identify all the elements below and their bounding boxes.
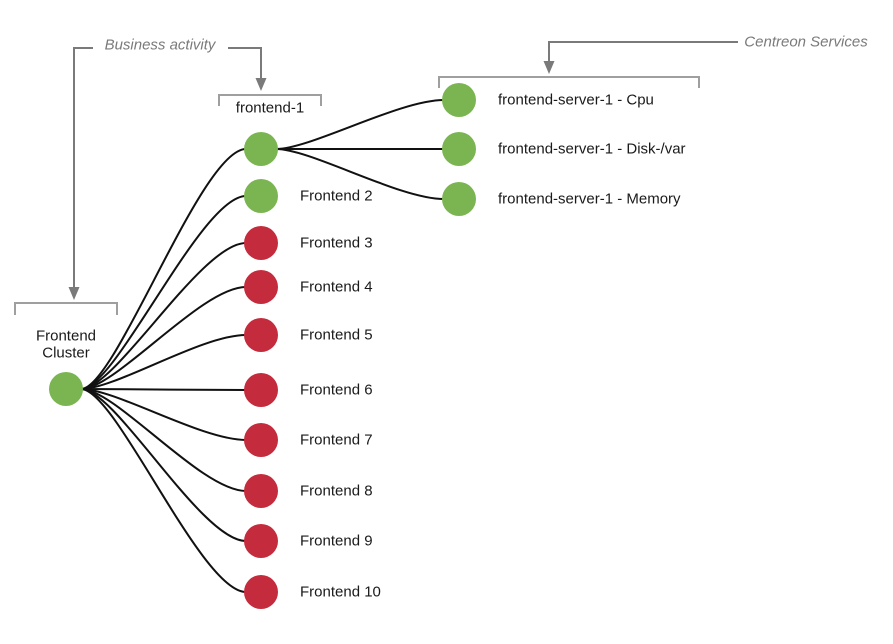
node-label-frontend-7: Frontend 7 [300, 432, 373, 449]
node-frontend-server-1-disk-var[interactable] [442, 132, 476, 166]
node-frontend-1[interactable] [244, 132, 278, 166]
node-frontend-6[interactable] [244, 373, 278, 407]
frontend-1-bracket [218, 94, 322, 106]
node-frontend-8[interactable] [244, 474, 278, 508]
centreon-services-connector-0 [548, 41, 738, 61]
business-activity-label: Business activity [105, 37, 217, 54]
node-label-frontend-4: Frontend 4 [300, 279, 373, 296]
edge-frontend-cluster--frontend-2 [80, 195, 247, 390]
edge-frontend-cluster--frontend-3 [80, 242, 247, 390]
business-activity-arrowhead-1 [255, 78, 267, 91]
node-label-frontend-cluster-line-1: Cluster [42, 345, 90, 362]
node-frontend-server-1-memory[interactable] [442, 182, 476, 216]
node-frontend-5[interactable] [244, 318, 278, 352]
centreon-services-label: Centreon Services [744, 34, 868, 51]
node-frontend-2[interactable] [244, 179, 278, 213]
node-label-frontend-9: Frontend 9 [300, 533, 373, 550]
edge-frontend-1--frontend-server-1-memory [275, 148, 445, 200]
node-frontend-4[interactable] [244, 270, 278, 304]
node-frontend-cluster[interactable] [49, 372, 83, 406]
business-activity-connector-0 [73, 47, 93, 287]
node-label-frontend-8: Frontend 8 [300, 483, 373, 500]
node-label-frontend-5: Frontend 5 [300, 327, 373, 344]
edge-frontend-cluster--frontend-7 [80, 388, 247, 441]
frontend-cluster-bracket [14, 302, 118, 315]
node-label-frontend-server-1-cpu: frontend-server-1 - Cpu [498, 92, 654, 109]
node-frontend-10[interactable] [244, 575, 278, 609]
business-activity-connector-1 [228, 47, 262, 78]
node-frontend-3[interactable] [244, 226, 278, 260]
node-label-frontend-cluster-line-0: Frontend [36, 328, 96, 345]
node-label-frontend-2: Frontend 2 [300, 188, 373, 205]
edge-frontend-cluster--frontend-4 [80, 286, 247, 390]
node-frontend-7[interactable] [244, 423, 278, 457]
edge-frontend-cluster--frontend-9 [80, 388, 247, 542]
edge-frontend-1--frontend-server-1-cpu [275, 99, 445, 150]
node-label-frontend-server-1-disk-var: frontend-server-1 - Disk-/var [498, 141, 686, 158]
edge-frontend-cluster--frontend-6 [80, 388, 247, 391]
node-label-frontend-6: Frontend 6 [300, 382, 373, 399]
edge-frontend-cluster--frontend-8 [80, 388, 247, 492]
edge-frontend-cluster--frontend-1 [80, 148, 247, 390]
node-frontend-server-1-cpu[interactable] [442, 83, 476, 117]
node-label-frontend-1-line-0: frontend-1 [236, 100, 304, 117]
node-frontend-9[interactable] [244, 524, 278, 558]
node-label-frontend-server-1-memory: frontend-server-1 - Memory [498, 191, 681, 208]
node-label-frontend-3: Frontend 3 [300, 235, 373, 252]
edge-frontend-cluster--frontend-5 [80, 334, 247, 390]
centreon-services-arrowhead-0 [543, 61, 555, 74]
edge-frontend-cluster--frontend-10 [80, 388, 247, 593]
node-label-frontend-10: Frontend 10 [300, 584, 381, 601]
business-activity-arrowhead-0 [68, 287, 80, 300]
centreon-services-bracket [438, 76, 700, 88]
